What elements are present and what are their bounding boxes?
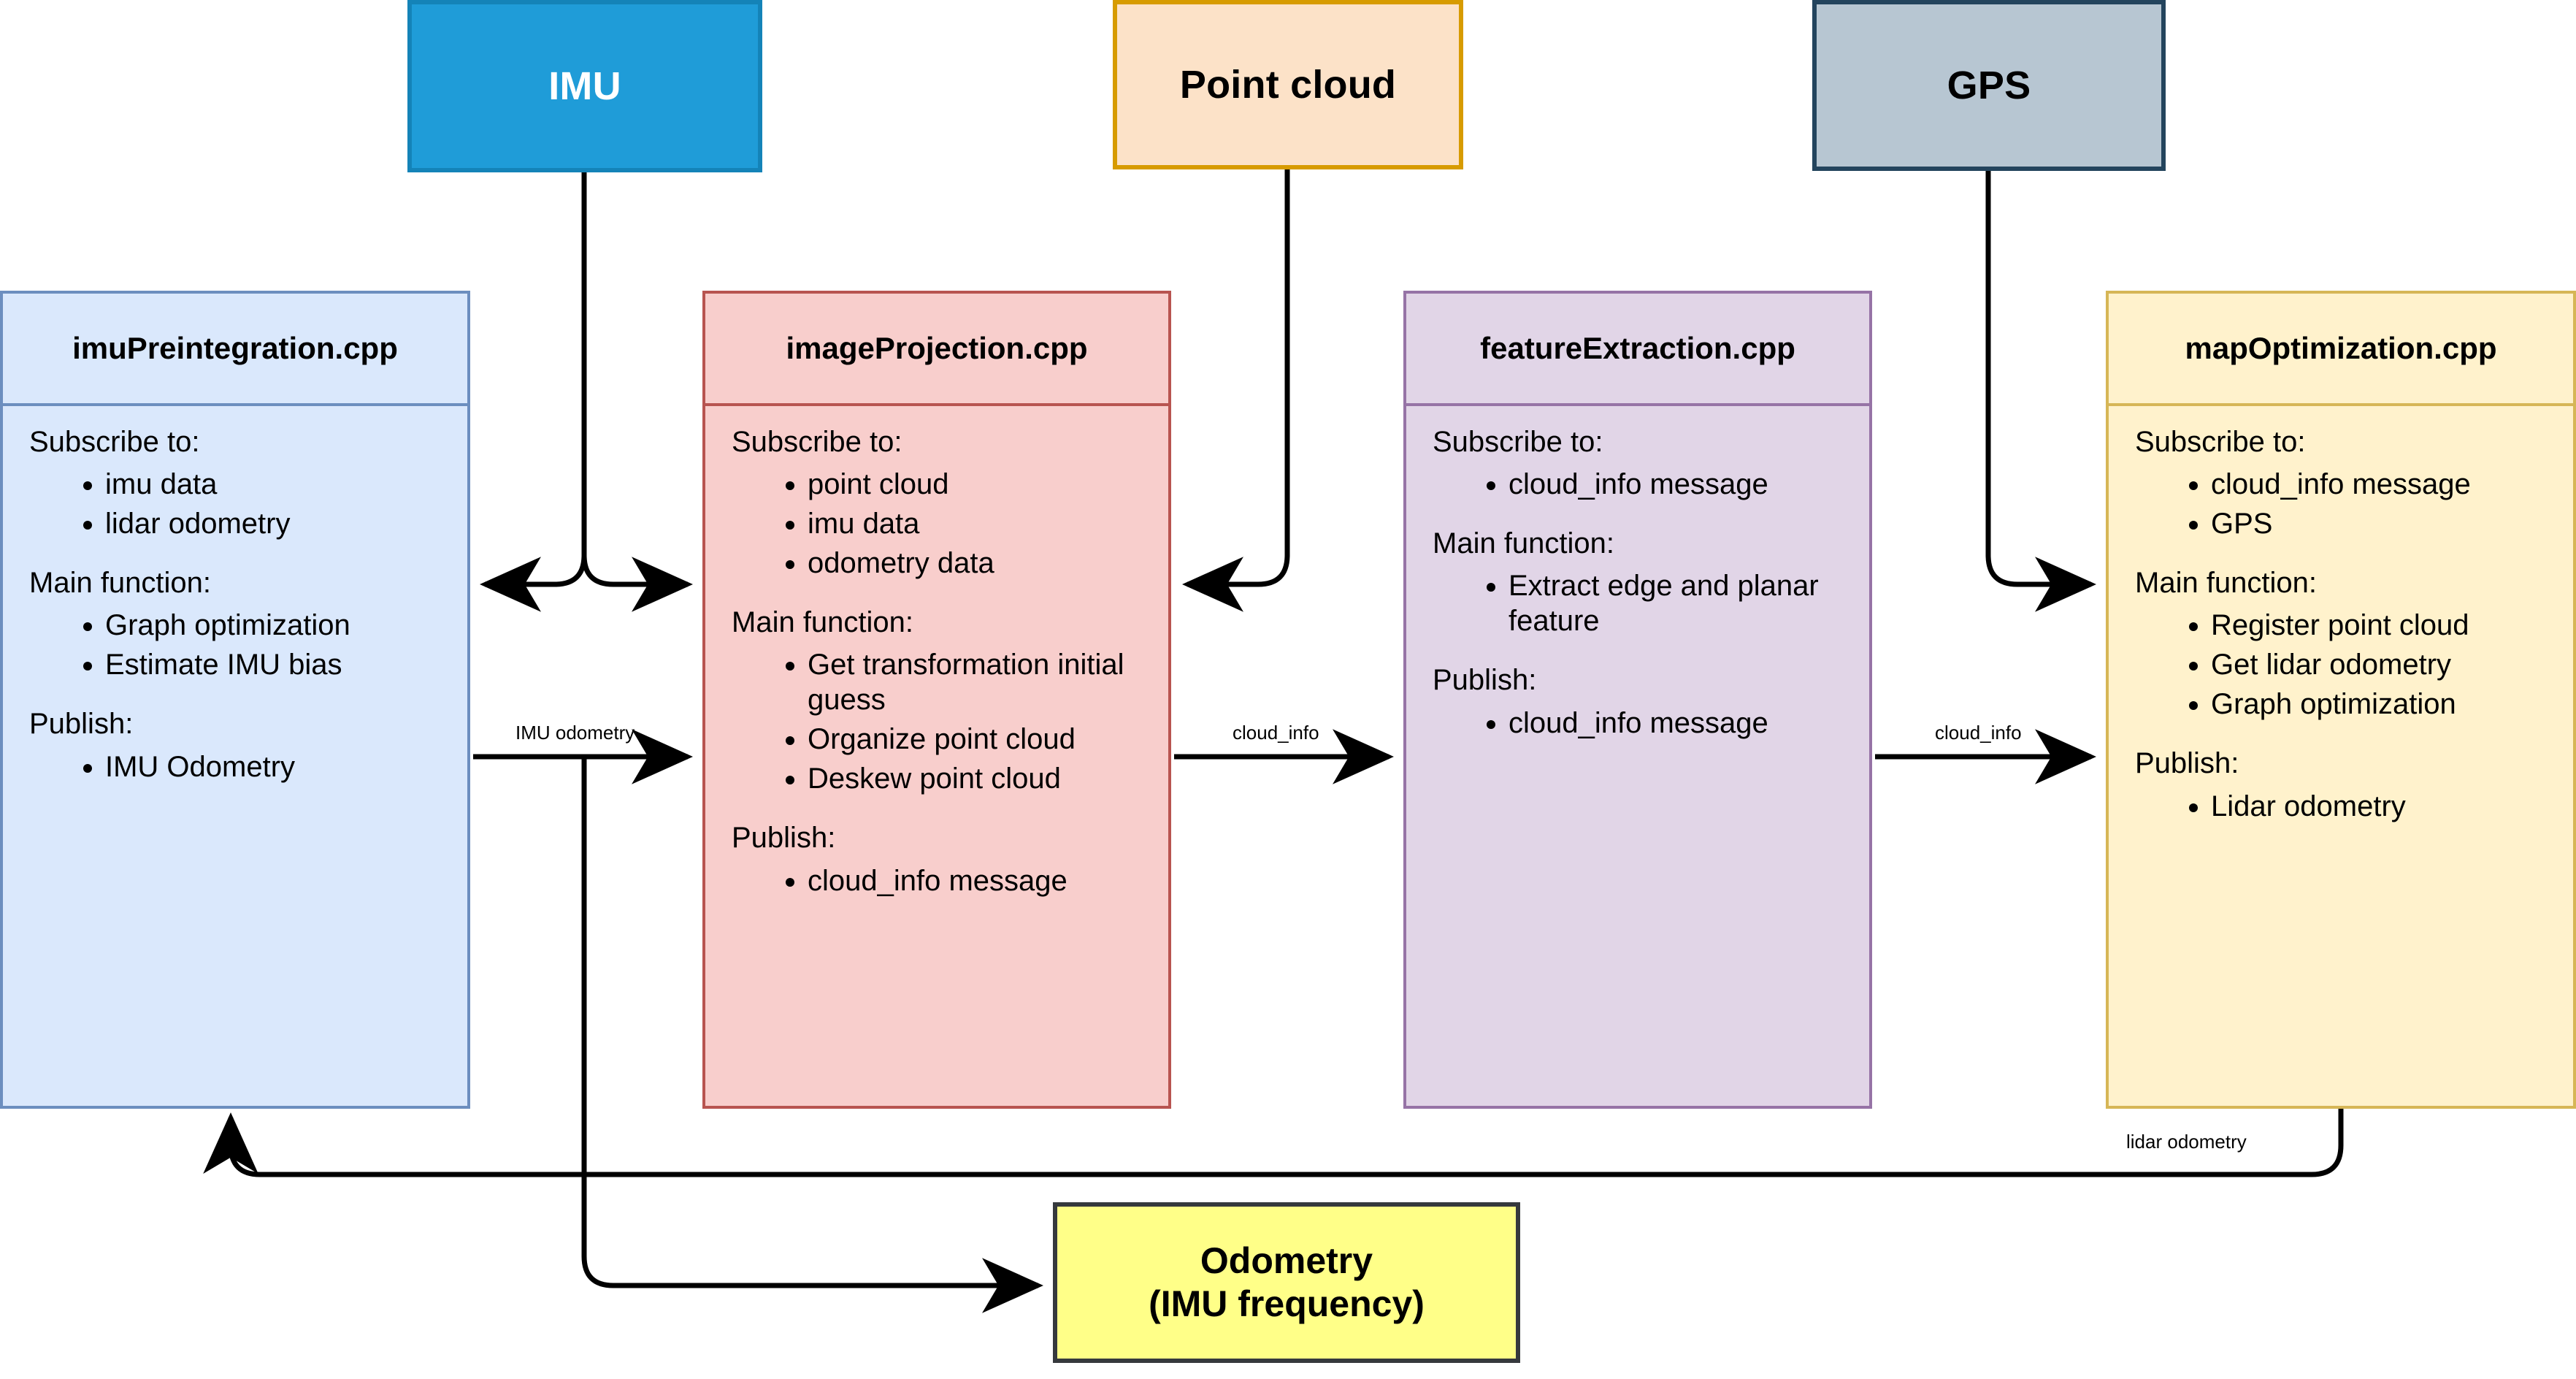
module-title-featureextraction: featureExtraction.cpp bbox=[1406, 294, 1869, 406]
section-label-subscribe: Subscribe to: bbox=[29, 426, 200, 458]
section-label-publish: Publish: bbox=[2135, 747, 2239, 780]
list-item: odometry data bbox=[808, 546, 1155, 581]
publish-list: IMU Odometry bbox=[3, 749, 467, 784]
list-item: lidar odometry bbox=[105, 506, 454, 541]
module-body-imupreintegration: Subscribe to: imu data lidar odometry Ma… bbox=[3, 406, 467, 784]
subscribe-list: cloud_info message GPS bbox=[2109, 467, 2573, 541]
list-item: Get transformation initial guess bbox=[808, 647, 1155, 717]
section-label-publish: Publish: bbox=[732, 822, 836, 855]
source-box-imu[interactable]: IMU bbox=[407, 0, 762, 172]
output-label-line2: (IMU frequency) bbox=[1149, 1283, 1425, 1324]
edge-label-cloud-info-1: cloud_info bbox=[1233, 722, 1319, 744]
section-label-publish: Publish: bbox=[1433, 664, 1537, 697]
subscribe-list: point cloud imu data odometry data bbox=[705, 467, 1168, 581]
publish-list: cloud_info message bbox=[1406, 706, 1869, 741]
subscribe-list: imu data lidar odometry bbox=[3, 467, 467, 541]
list-item: cloud_info message bbox=[1509, 467, 1856, 502]
list-item: point cloud bbox=[808, 467, 1155, 502]
list-item: imu data bbox=[808, 506, 1155, 541]
list-item: Organize point cloud bbox=[808, 722, 1155, 757]
edge-label-cloud-info-2: cloud_info bbox=[1935, 722, 2022, 744]
section-label-main: Main function: bbox=[29, 567, 212, 600]
module-body-mapoptimization: Subscribe to: cloud_info message GPS Mai… bbox=[2109, 406, 2573, 824]
main-function-list: Get transformation initial guess Organiz… bbox=[705, 647, 1168, 796]
subscribe-list: cloud_info message bbox=[1406, 467, 1869, 502]
source-label-gps: GPS bbox=[1947, 64, 2031, 107]
list-item: cloud_info message bbox=[1509, 706, 1856, 741]
source-box-gps[interactable]: GPS bbox=[1812, 0, 2166, 171]
edge-pointcloud-to-projection bbox=[1182, 169, 1290, 612]
module-title-imageprojection: imageProjection.cpp bbox=[705, 294, 1168, 406]
output-label-line1: Odometry bbox=[1200, 1240, 1373, 1281]
source-label-point-cloud: Point cloud bbox=[1179, 63, 1397, 107]
list-item: Get lidar odometry bbox=[2211, 647, 2560, 682]
section-label-publish: Publish: bbox=[29, 708, 134, 741]
edge-lidar-odometry bbox=[203, 1109, 2344, 1177]
list-item: Deskew point cloud bbox=[808, 761, 1155, 796]
main-function-list: Extract edge and planar feature bbox=[1406, 568, 1869, 638]
list-item: cloud_info message bbox=[2211, 467, 2560, 502]
list-item: cloud_info message bbox=[808, 863, 1155, 898]
edge-label-lidar-odometry: lidar odometry bbox=[2126, 1131, 2247, 1153]
edge-gps-to-mapoptimization bbox=[1985, 171, 2096, 612]
list-item: Register point cloud bbox=[2211, 608, 2560, 643]
section-label-main: Main function: bbox=[2135, 567, 2318, 600]
list-item: GPS bbox=[2211, 506, 2560, 541]
output-box-odometry[interactable]: Odometry (IMU frequency) bbox=[1053, 1202, 1520, 1363]
module-box-imupreintegration[interactable]: imuPreintegration.cpp Subscribe to: imu … bbox=[0, 291, 470, 1109]
publish-list: Lidar odometry bbox=[2109, 789, 2573, 824]
list-item: Extract edge and planar feature bbox=[1509, 568, 1856, 638]
section-label-subscribe: Subscribe to: bbox=[2135, 426, 2306, 458]
module-box-featureextraction[interactable]: featureExtraction.cpp Subscribe to: clou… bbox=[1403, 291, 1872, 1109]
source-box-point-cloud[interactable]: Point cloud bbox=[1113, 0, 1463, 169]
section-label-subscribe: Subscribe to: bbox=[732, 426, 902, 458]
edge-imu-to-projection bbox=[581, 554, 693, 612]
list-item: Graph optimization bbox=[105, 608, 454, 643]
section-label-main: Main function: bbox=[1433, 527, 1615, 560]
module-body-featureextraction: Subscribe to: cloud_info message Main fu… bbox=[1406, 406, 1869, 741]
section-label-subscribe: Subscribe to: bbox=[1433, 426, 1603, 458]
list-item: IMU Odometry bbox=[105, 749, 454, 784]
list-item: Estimate IMU bias bbox=[105, 647, 454, 682]
module-title-mapoptimization: mapOptimization.cpp bbox=[2109, 294, 2573, 406]
list-item: Lidar odometry bbox=[2211, 789, 2560, 824]
module-title-imupreintegration: imuPreintegration.cpp bbox=[3, 294, 467, 406]
main-function-list: Register point cloud Get lidar odometry … bbox=[2109, 608, 2573, 722]
list-item: Graph optimization bbox=[2211, 687, 2560, 722]
source-label-imu: IMU bbox=[548, 64, 621, 108]
publish-list: cloud_info message bbox=[705, 863, 1168, 898]
list-item: imu data bbox=[105, 467, 454, 502]
module-box-mapoptimization[interactable]: mapOptimization.cpp Subscribe to: cloud_… bbox=[2106, 291, 2576, 1109]
module-box-imageprojection[interactable]: imageProjection.cpp Subscribe to: point … bbox=[702, 291, 1171, 1109]
edge-label-imu-odometry: IMU odometry bbox=[515, 722, 635, 744]
main-function-list: Graph optimization Estimate IMU bias bbox=[3, 608, 467, 682]
section-label-main: Main function: bbox=[732, 606, 914, 639]
edge-imu-split bbox=[480, 172, 587, 612]
module-body-imageprojection: Subscribe to: point cloud imu data odome… bbox=[705, 406, 1168, 898]
